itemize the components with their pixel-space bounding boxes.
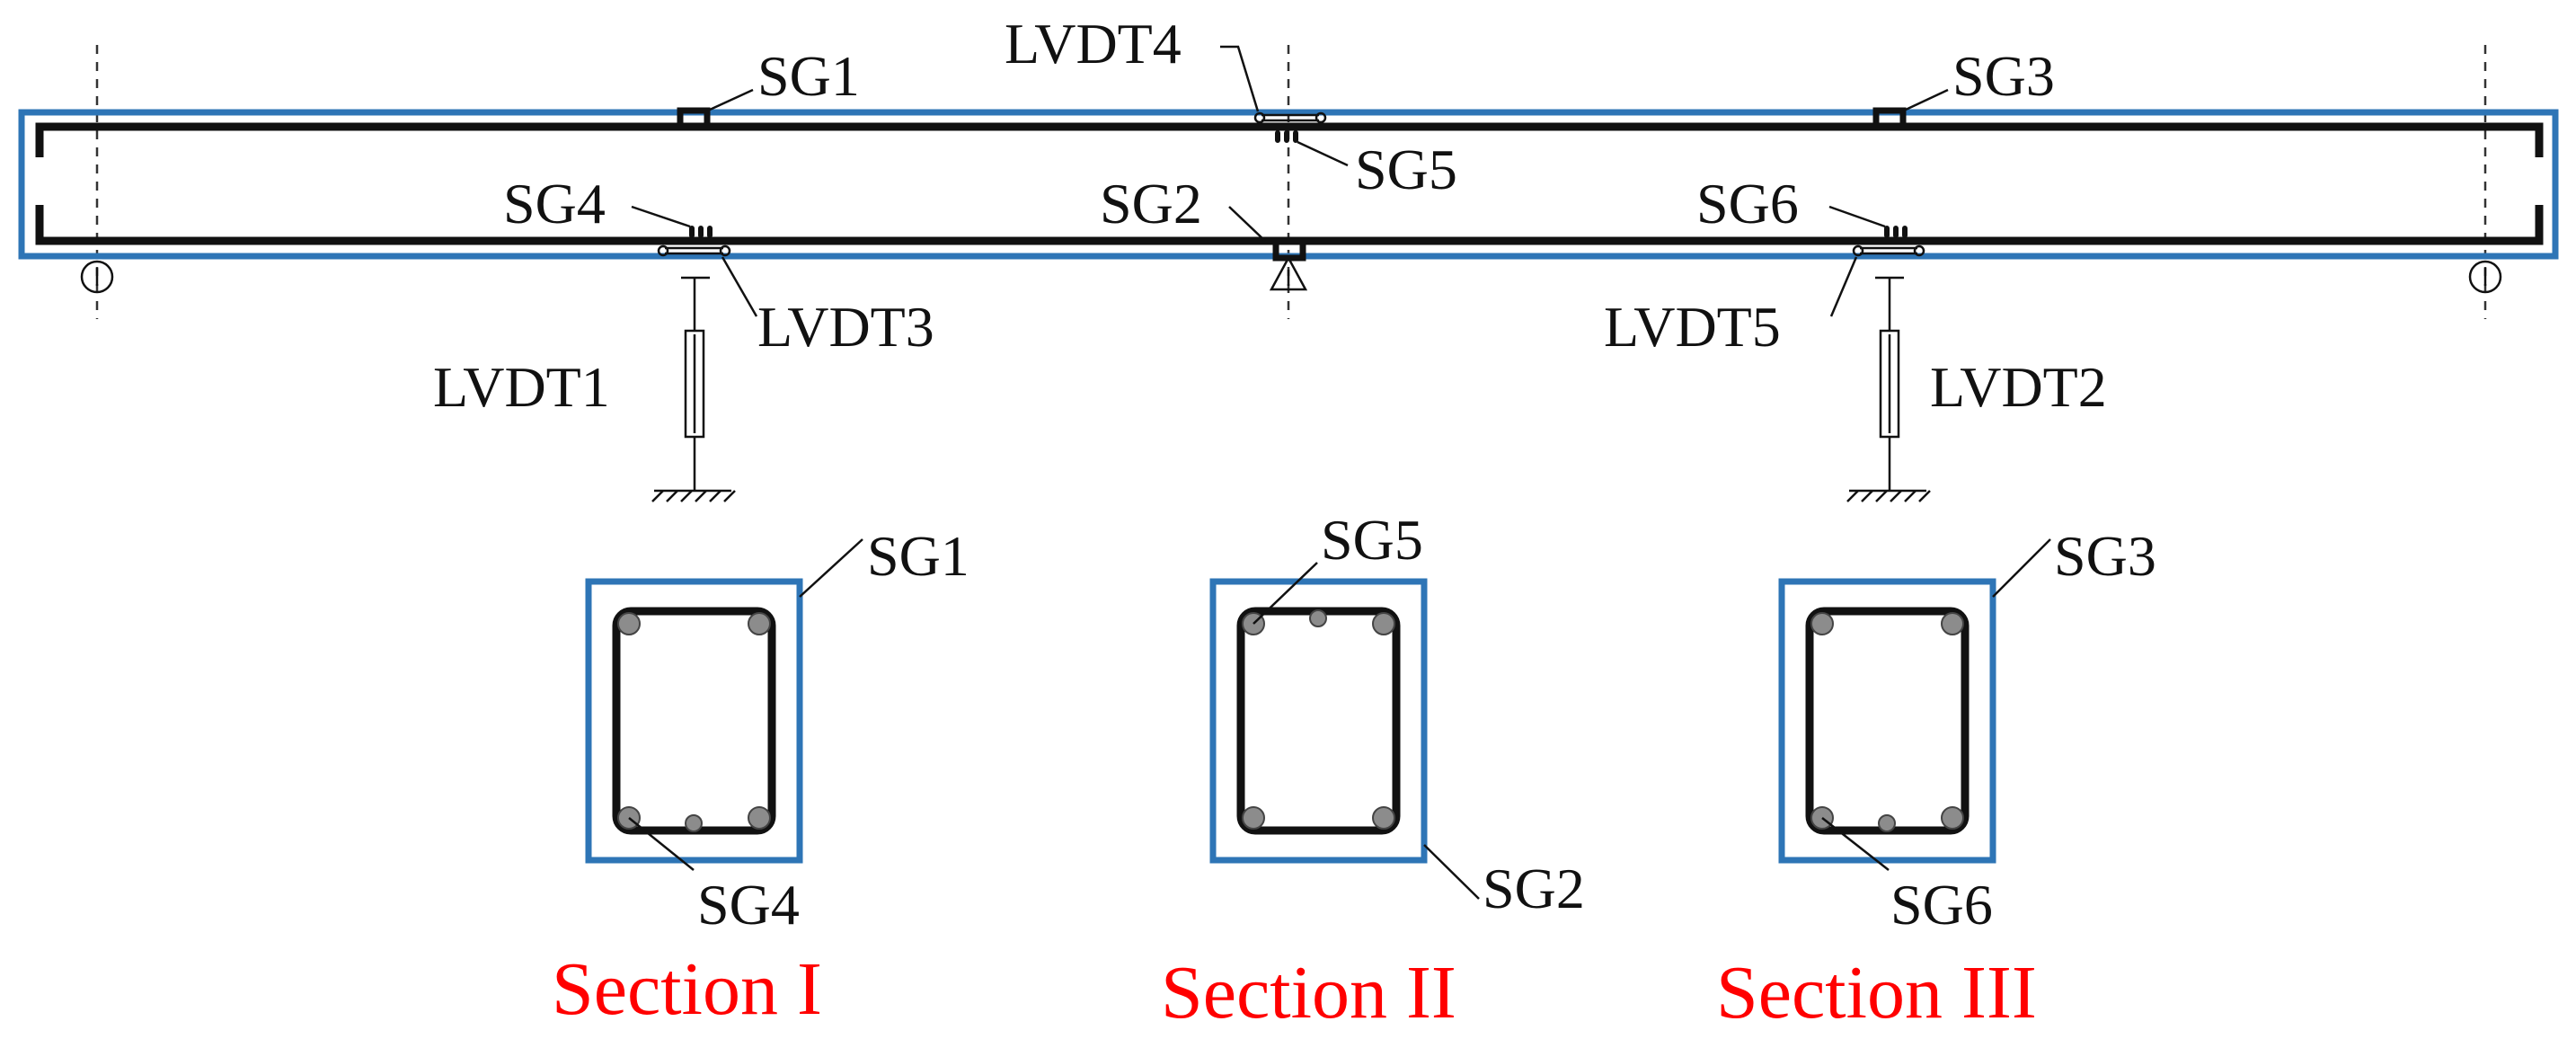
pin-support-mid	[1269, 255, 1308, 291]
label-sg4: SG4	[503, 172, 606, 235]
section-i-bottom-label: SG4	[697, 873, 800, 937]
leader-sg3	[1905, 88, 1949, 111]
section-iii-bottom-label: SG6	[1890, 873, 1993, 937]
leader-lvdt4	[1220, 45, 1260, 112]
sg4-gauge	[689, 226, 713, 238]
section-iii-bar	[1941, 612, 1964, 635]
section-ii-leader-bottom	[1423, 844, 1480, 900]
section-ii-stirrup	[1236, 607, 1401, 835]
section-i-bar	[748, 612, 771, 635]
section-iii-bar	[1810, 612, 1834, 635]
section-i-bar	[748, 806, 771, 830]
lvdt2-sensor	[1846, 276, 1931, 502]
section-ii-bar	[1372, 612, 1395, 635]
leader-sg2	[1228, 206, 1266, 242]
section-i: SG1 SG4 Section I	[552, 524, 969, 1031]
leader-sg5	[1297, 140, 1349, 167]
section-ii-leader-top	[1253, 562, 1318, 625]
label-lvdt1: LVDT1	[433, 355, 610, 419]
roller-support-right	[2468, 260, 2502, 294]
label-sg6: SG6	[1696, 172, 1799, 235]
section-i-top-label: SG1	[867, 524, 969, 588]
lvdt5-sensor	[1852, 244, 1925, 257]
label-lvdt4: LVDT4	[1005, 12, 1182, 75]
sg6-gauge	[1884, 226, 1908, 238]
section-i-leader-top	[799, 538, 863, 598]
section-i-bar	[685, 814, 703, 832]
section-iii-leader-top	[1992, 538, 2051, 598]
label-sg2: SG2	[1100, 172, 1202, 235]
section-ii-top-label: SG5	[1321, 508, 1423, 572]
leader-sg1	[709, 88, 754, 111]
label-sg3: SG3	[1952, 44, 2055, 108]
section-iii-top-label: SG3	[2054, 524, 2156, 588]
section-iii-stirrup	[1805, 607, 1970, 835]
section-ii-title: Section II	[1161, 951, 1456, 1035]
leader-sg4	[631, 205, 691, 228]
top-rebar	[35, 122, 2544, 157]
sg1-gauge	[677, 107, 711, 123]
leader-lvdt3	[721, 256, 758, 317]
section-ii-bar	[1372, 806, 1395, 830]
section-iii-bar	[1941, 806, 1964, 830]
label-lvdt5: LVDT5	[1604, 295, 1781, 359]
label-sg1: SG1	[757, 44, 860, 108]
section-i-title: Section I	[552, 947, 822, 1031]
leader-lvdt5	[1829, 256, 1858, 317]
section-i-leader-bottom	[628, 817, 695, 871]
section-ii-bar	[1309, 609, 1327, 627]
section-iii-bar	[1878, 814, 1896, 832]
section-ii-bottom-label: SG2	[1483, 857, 1585, 920]
label-lvdt2: LVDT2	[1930, 355, 2107, 419]
section-iii-title: Section III	[1716, 951, 2037, 1035]
section-i-stirrup	[612, 607, 776, 835]
lvdt4-sensor	[1253, 111, 1327, 124]
bottom-rebar	[35, 205, 2544, 245]
section-iii: SG3 SG6 Section III	[1716, 524, 2156, 1035]
section-ii-concrete	[1209, 578, 1428, 864]
roller-support-left	[80, 260, 114, 294]
beam-elevation: SG1 SG3 LVDT4 SG5 SG4 SG2 SG6 LVDT3 LVDT…	[18, 12, 2559, 502]
section-i-bar	[617, 612, 641, 635]
lvdt1-sensor	[651, 276, 736, 502]
sg3-gauge	[1872, 107, 1907, 123]
sg2-gauge	[1272, 244, 1306, 262]
section-ii-bar	[1242, 806, 1265, 830]
section-ii: SG5 SG2 Section II	[1161, 508, 1585, 1035]
sg5-gauge	[1275, 130, 1298, 143]
section-i-concrete	[585, 578, 803, 864]
section-iii-concrete	[1778, 578, 1996, 864]
label-lvdt3: LVDT3	[757, 295, 934, 359]
section-iii-leader-bottom	[1821, 817, 1890, 871]
leader-sg6	[1828, 205, 1886, 228]
label-sg5: SG5	[1355, 138, 1457, 201]
lvdt3-sensor	[657, 244, 731, 257]
